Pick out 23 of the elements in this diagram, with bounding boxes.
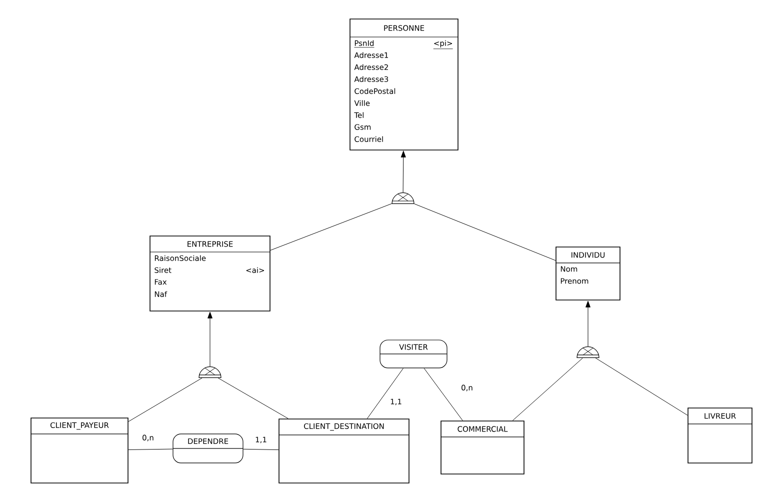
connector (400, 150, 406, 193)
entity-box (150, 236, 270, 312)
connector (218, 378, 288, 419)
connector (586, 300, 590, 347)
entity-box (350, 18, 458, 150)
connector (208, 312, 212, 367)
entity-box (278, 418, 410, 484)
entity-box (556, 246, 620, 300)
connector (512, 358, 583, 421)
connector (243, 448, 279, 450)
entity-box (440, 420, 524, 474)
connector (366, 368, 404, 419)
connector (595, 358, 688, 416)
connector (128, 378, 202, 422)
connector (270, 203, 392, 251)
connector (128, 448, 173, 450)
connector (414, 204, 556, 261)
inheritance-symbol (198, 366, 222, 378)
connector (424, 368, 463, 421)
inheritance-symbol (392, 192, 414, 204)
entity-box (688, 408, 752, 464)
inheritance-symbol (576, 346, 600, 358)
entity-box (30, 418, 128, 484)
